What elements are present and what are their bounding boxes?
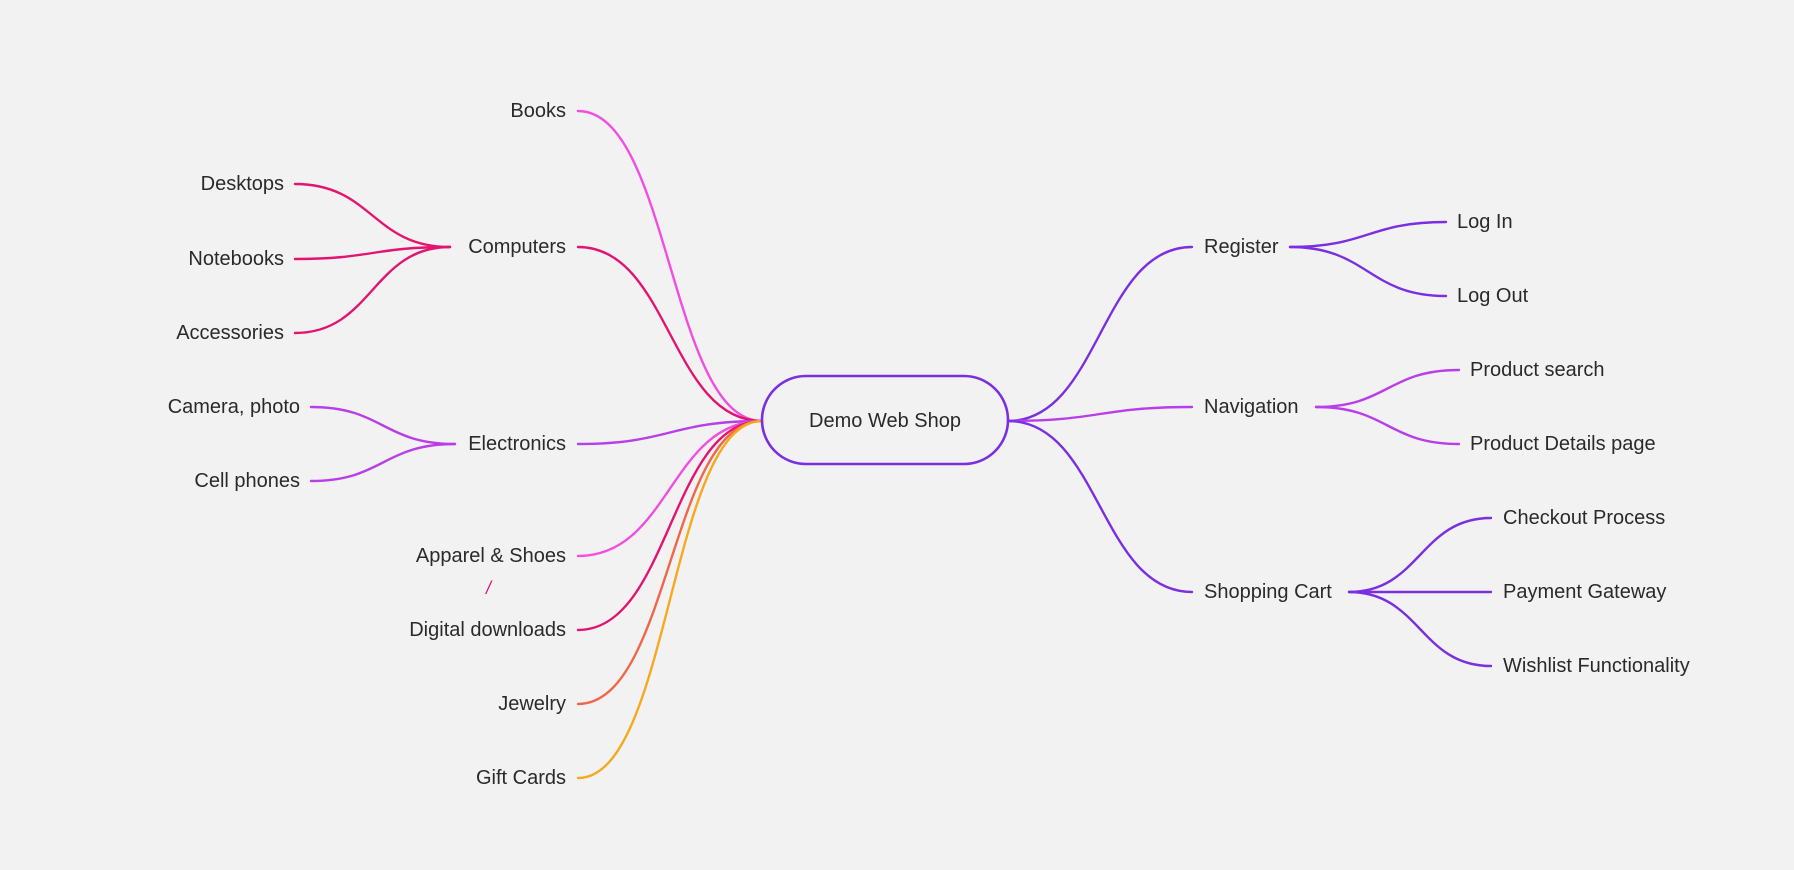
edge-log-out — [1288, 245, 1448, 298]
edge-product-details-page — [1314, 405, 1461, 446]
subtopic-notebooks[interactable]: Notebooks — [188, 248, 284, 270]
edge-shopping-cart — [1006, 419, 1194, 594]
subtopic-checkout-process[interactable]: Checkout Process — [1503, 507, 1665, 529]
branch-apparel-shoes[interactable]: Apparel & Shoes — [416, 545, 566, 567]
branch-jewelry[interactable]: Jewelry — [498, 693, 566, 715]
subtopic-product-search[interactable]: Product search — [1470, 359, 1605, 381]
subtopic-desktops[interactable]: Desktops — [201, 173, 284, 195]
branch-books[interactable]: Books — [510, 100, 566, 122]
edge-navigation — [1006, 405, 1194, 423]
branch-register[interactable]: Register — [1204, 236, 1279, 258]
annotation-mark: / — [484, 578, 493, 598]
edge-notebooks — [293, 245, 452, 261]
edge-jewelry — [576, 419, 764, 706]
branch-electronics[interactable]: Electronics — [468, 433, 566, 455]
edge-apparel-shoes — [576, 419, 764, 558]
edge-books — [576, 109, 764, 423]
edge-checkout-process — [1347, 516, 1493, 594]
branch-shopping-cart[interactable]: Shopping Cart — [1204, 581, 1332, 603]
edge-log-in — [1288, 220, 1448, 249]
subtopic-wishlist-functionality[interactable]: Wishlist Functionality — [1503, 655, 1690, 677]
central-topic-label: Demo Web Shop — [809, 410, 961, 432]
edge-product-search — [1314, 368, 1461, 409]
edge-wishlist-functionality — [1347, 590, 1493, 668]
subtopic-log-out[interactable]: Log Out — [1457, 285, 1529, 307]
central-topic-box[interactable] — [760, 374, 1010, 466]
edge-electronics — [576, 419, 764, 446]
edge-camera-photo — [309, 405, 457, 446]
branch-gift-cards[interactable]: Gift Cards — [476, 767, 566, 789]
edges-layer — [293, 109, 1493, 780]
central-topic[interactable]: Demo Web Shop — [760, 374, 1010, 466]
edge-gift-cards — [576, 419, 764, 780]
subtopic-camera-photo[interactable]: Camera, photo — [168, 396, 300, 418]
branch-navigation[interactable]: Navigation — [1204, 396, 1299, 418]
edge-accessories — [293, 245, 452, 335]
subtopic-payment-gateway[interactable]: Payment Gateway — [1503, 581, 1666, 603]
edge-desktops — [293, 182, 452, 249]
branch-computers[interactable]: Computers — [468, 236, 566, 258]
edge-digital-downloads — [576, 419, 764, 632]
edge-computers — [576, 245, 764, 423]
subtopic-cell-phones[interactable]: Cell phones — [194, 470, 300, 492]
subtopic-log-in[interactable]: Log In — [1457, 211, 1513, 233]
subtopic-product-details-page[interactable]: Product Details page — [1470, 433, 1656, 455]
subtopic-accessories[interactable]: Accessories — [176, 322, 284, 344]
edge-cell-phones — [309, 442, 457, 483]
branch-digital-downloads[interactable]: Digital downloads — [409, 619, 566, 641]
edge-register — [1006, 245, 1194, 423]
